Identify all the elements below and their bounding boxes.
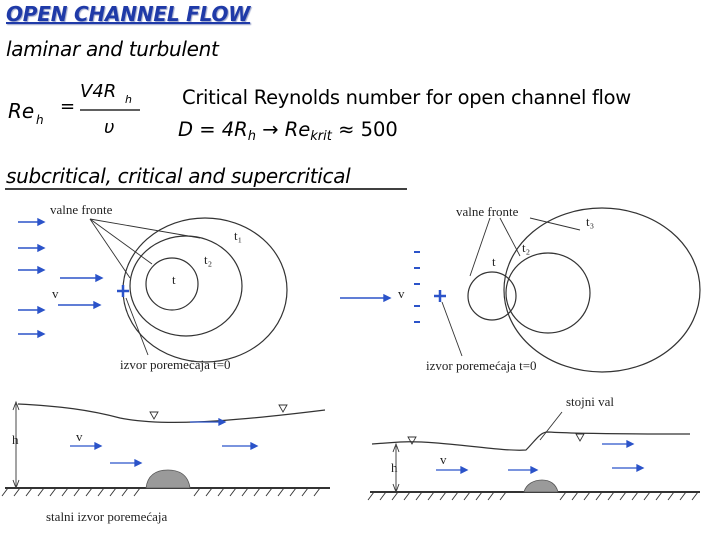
re-symbol: Re (284, 118, 311, 141)
right-h-label: h (391, 460, 398, 475)
left-flow-arrows (18, 217, 104, 339)
right-wavefront-t3 (503, 207, 701, 373)
right-wave-diagram (340, 207, 701, 373)
right-v-label: v (398, 286, 405, 301)
page-title: OPEN CHANNEL FLOW (6, 2, 251, 26)
right-channel-label: stojni val (566, 394, 614, 409)
left-h-label: h (12, 432, 19, 447)
left-source-label: izvor poremećaja t=0 (120, 357, 231, 372)
right-source-plus (434, 290, 446, 302)
left-channel-label: stalni izvor poremećaja (46, 509, 168, 524)
right-wavefront-t (467, 271, 517, 321)
left-t-label: t (172, 272, 176, 287)
left-v-label: v (52, 286, 59, 301)
formula-lhs-sub: h (36, 113, 44, 127)
right-wavefront-t2 (505, 252, 591, 334)
critical-reynolds-text: Critical Reynolds number for open channe… (182, 86, 631, 109)
wavefront-t (145, 257, 199, 311)
right-t2-label: t₂ (522, 240, 530, 255)
arrow-symbol: → (262, 118, 279, 141)
approx-value: ≈ 500 (338, 118, 398, 141)
regimes-heading: subcritical, critical and supercritical (6, 164, 351, 188)
wavefront-t2 (129, 235, 243, 337)
left-source-plus (117, 285, 129, 297)
left-t2-label: t₂ (204, 252, 212, 267)
left-fronts-label: valne fronte (50, 202, 113, 217)
critical-reynolds-formula: D = 4Rh → Rekrit ≈ 500 (178, 118, 398, 144)
re-sub: krit (310, 129, 332, 144)
left-v-channel-label: v (76, 429, 83, 444)
reynolds-formula: Re h = V4R h υ (8, 81, 140, 138)
formula-equals: = (60, 96, 75, 117)
wavefront-t1 (122, 217, 288, 363)
page-subtitle: laminar and turbulent (6, 37, 219, 61)
right-fronts-label: valne fronte (456, 204, 519, 219)
right-flow-arrows (340, 251, 420, 323)
formula-denominator: υ (104, 117, 114, 138)
formula-numerator: V4R (80, 81, 116, 102)
right-t-label: t (492, 254, 496, 269)
formula-lhs: Re (8, 99, 34, 123)
formula-numerator-sub: h (125, 93, 132, 106)
d-sub: h (247, 129, 256, 144)
left-t1-label: t₁ (234, 228, 242, 243)
right-t3-label: t₃ (586, 214, 594, 229)
right-obstacle (523, 479, 559, 493)
left-wave-diagram (18, 217, 288, 363)
right-source-label: izvor poremećaja t=0 (426, 358, 537, 373)
right-v-channel-label: v (440, 452, 447, 467)
left-obstacle (145, 469, 191, 489)
d-prefix: D = 4R (178, 118, 248, 141)
